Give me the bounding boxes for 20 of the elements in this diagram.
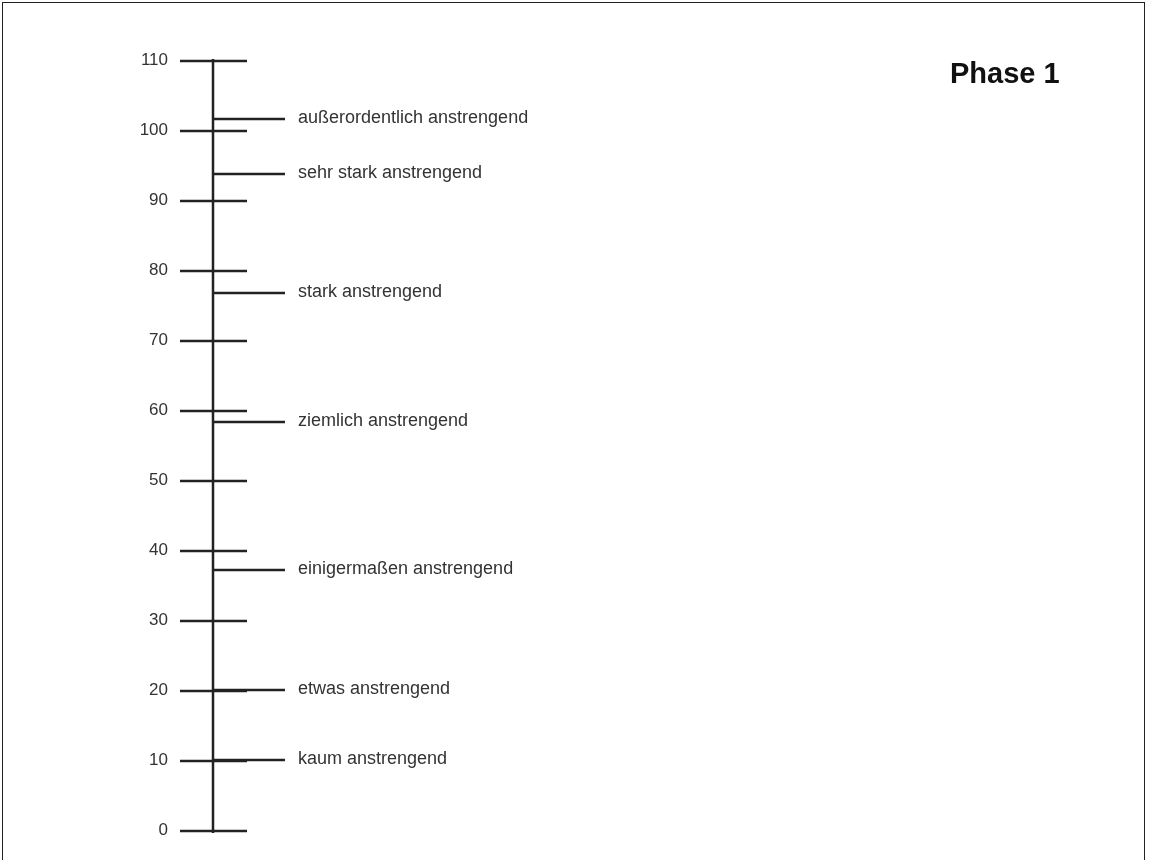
scale-label: außerordentlich anstrengend <box>298 106 529 128</box>
tick-label: 70 <box>148 330 168 350</box>
scale-label: einigermaßen anstrengend <box>298 557 514 579</box>
scale-label: ziemlich anstrengend <box>298 409 469 431</box>
tick-label: 0 <box>157 820 168 840</box>
scale-label: sehr stark anstrengend <box>298 161 483 183</box>
tick-label: 100 <box>138 120 168 140</box>
tick-label: 90 <box>148 190 168 210</box>
tick-label: 10 <box>148 750 168 770</box>
tick-label: 80 <box>148 260 168 280</box>
tick-label: 50 <box>148 470 168 490</box>
scale-label: stark anstrengend <box>298 280 443 302</box>
scale-label: kaum anstrengend <box>298 747 448 769</box>
tick-label: 110 <box>139 50 168 70</box>
scale-label: etwas anstrengend <box>298 677 451 699</box>
tick-label: 20 <box>148 680 168 700</box>
tick-label: 30 <box>148 610 168 630</box>
tick-label: 40 <box>148 540 168 560</box>
title: Phase 1 <box>950 56 1060 90</box>
tick-label: 60 <box>148 400 168 420</box>
